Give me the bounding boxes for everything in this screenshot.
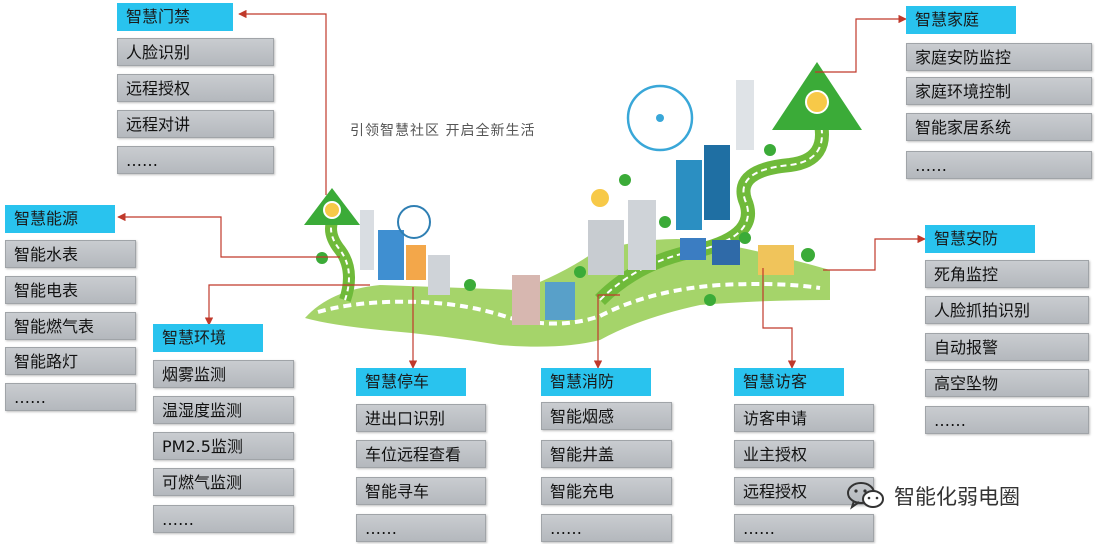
slogan: 引领智慧社区 开启全新生活 [350, 123, 536, 139]
list-item: 可燃气监测 [153, 468, 294, 496]
group-env-title: 智慧环境 [153, 324, 263, 352]
list-item: …… [356, 514, 486, 542]
left-coin-icon [323, 201, 341, 219]
list-item: 智能井盖 [541, 440, 672, 468]
list-item: …… [153, 505, 294, 533]
wechat-icon [847, 482, 884, 510]
watermark-text: 智能化弱电圈 [894, 485, 1020, 509]
list-item: 家庭安防监控 [906, 43, 1092, 71]
list-item: …… [925, 406, 1089, 434]
list-item: 智能电表 [5, 276, 136, 304]
list-item: 温湿度监测 [153, 396, 294, 424]
list-item: 家庭环境控制 [906, 77, 1092, 105]
list-item: 智能燃气表 [5, 312, 136, 340]
connector-visitor [762, 268, 797, 369]
list-item: 智能家居系统 [906, 113, 1092, 141]
list-item: …… [734, 514, 874, 542]
list-item: …… [906, 151, 1092, 179]
list-item: 进出口识别 [356, 404, 486, 432]
connector-lines [117, 9, 926, 369]
trees [316, 144, 815, 306]
list-item: 远程对讲 [117, 110, 274, 138]
list-item: PM2.5监测 [153, 432, 294, 460]
group-park-title: 智慧停车 [356, 368, 466, 396]
list-item: 业主授权 [734, 440, 874, 468]
left-road [325, 220, 355, 302]
connector-fire [593, 294, 620, 369]
list-item: …… [5, 383, 136, 411]
group-energy-title: 智慧能源 [5, 205, 115, 233]
connector-env [204, 284, 370, 326]
group-door-title: 智慧门禁 [117, 3, 233, 31]
list-item: 死角监控 [925, 260, 1089, 288]
group-fire-title: 智慧消防 [541, 368, 651, 396]
group-visitor-title: 智慧访客 [734, 368, 844, 396]
list-item: 智能烟感 [541, 402, 672, 430]
list-item: 智能充电 [541, 477, 672, 505]
group-safety-title: 智慧安防 [925, 225, 1035, 253]
connector-home [815, 14, 907, 73]
list-item: 车位远程查看 [356, 440, 486, 468]
list-item: 远程授权 [117, 74, 274, 102]
left-buildings [360, 205, 575, 325]
right-buildings [588, 80, 794, 275]
connector-safety [823, 234, 926, 271]
list-item: 智能路灯 [5, 347, 136, 375]
list-item: 人脸抓拍识别 [925, 296, 1089, 324]
list-item: 高空坠物 [925, 369, 1089, 397]
list-item: 智能水表 [5, 240, 136, 268]
list-item: 自动报警 [925, 333, 1089, 361]
group-home-title: 智慧家庭 [906, 6, 1016, 34]
connector-energy [117, 212, 340, 258]
list-item: …… [117, 146, 274, 174]
list-item: 烟雾监测 [153, 360, 294, 388]
list-item: 访客申请 [734, 404, 874, 432]
right-coin-icon [805, 90, 829, 114]
connector-door [238, 9, 327, 195]
watermark: 智能化弱电圈 [846, 478, 1020, 514]
list-item: 人脸识别 [117, 38, 274, 66]
list-item: …… [541, 514, 672, 542]
list-item: 智能寻车 [356, 477, 486, 505]
